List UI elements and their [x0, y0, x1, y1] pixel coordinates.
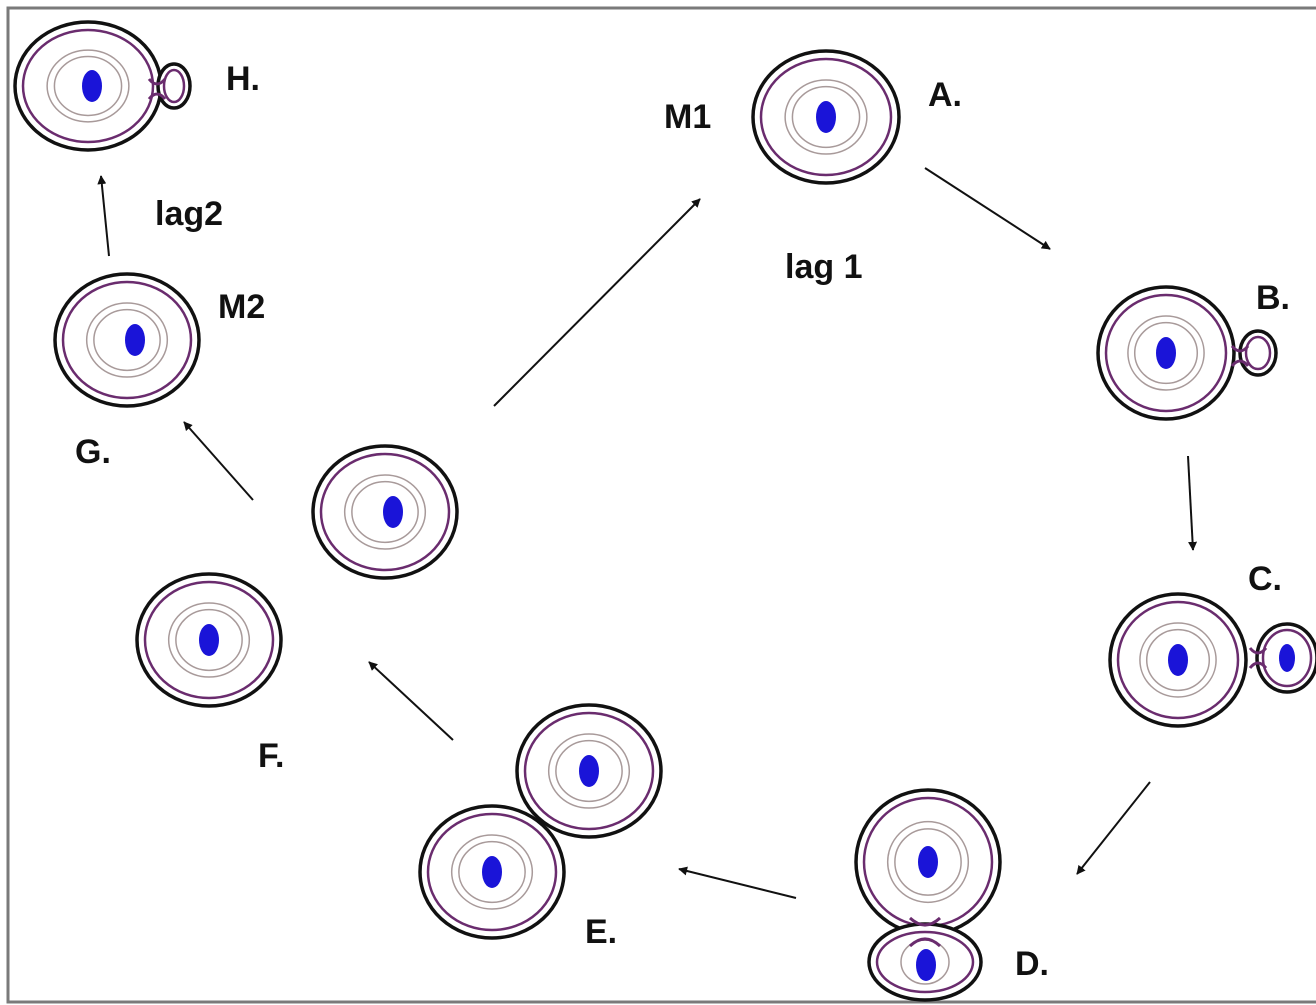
cell-c-nucleus: [1168, 644, 1188, 676]
cell-g-nucleus: [125, 324, 145, 356]
arrow-a-to-b: [924, 167, 1051, 250]
cell-b-nucleus: [1156, 337, 1176, 369]
cell-d-daughter-membrane: [875, 930, 975, 994]
cell-e-top-vacuole-inner: [555, 739, 623, 803]
label-f: F.: [258, 737, 284, 775]
cell-e-bottom-vacuole-inner: [458, 840, 526, 904]
cell-h-membrane: [21, 28, 155, 144]
label-h: H.: [226, 60, 260, 98]
label-a: A.: [928, 76, 962, 114]
cell-center-nucleus: [383, 496, 403, 528]
cell-g-vacuole-inner: [93, 308, 161, 372]
cell-f-membrane: [143, 580, 275, 700]
arrow-d-to-e: [678, 866, 797, 899]
arrow-f-to-g: [183, 421, 254, 501]
cell-c-vacuole-inner: [1145, 628, 1211, 692]
cell-center-vacuole-inner: [351, 480, 419, 544]
cell-f-vacuole: [167, 602, 251, 678]
cell-h-bud-membrane: [162, 68, 186, 104]
cell-f-nucleus: [199, 624, 219, 656]
label-m1: M1: [664, 98, 711, 136]
arrow-c-to-d: [1076, 781, 1151, 875]
label-d: D.: [1015, 945, 1049, 983]
cell-f: [135, 572, 283, 708]
cell-e-bottom-vacuole: [450, 834, 534, 910]
cell-d-vacuole: [886, 820, 970, 904]
cell-h-bud: [147, 62, 192, 110]
arrow-g-to-h: [97, 175, 110, 257]
cell-b-membrane: [1104, 293, 1228, 413]
cell-f-vacuole-inner: [175, 608, 243, 672]
cell-b-bud: [1230, 329, 1278, 377]
cell-g: [53, 272, 201, 408]
cell-c-vacuole: [1139, 622, 1217, 698]
cell-e-top-nucleus: [579, 755, 599, 787]
labels: A. B. C. D. E. F. G. H. M1 M2 lag 1 lag2: [75, 60, 1290, 983]
cell-c-bud: [1248, 622, 1316, 694]
cell-e-bottom: [418, 804, 566, 940]
cell-center: [311, 444, 459, 580]
cell-b: [1096, 285, 1236, 421]
label-g: G.: [75, 433, 111, 471]
label-b: B.: [1256, 279, 1290, 317]
cell-a-vacuole: [784, 79, 868, 155]
cell-a-nucleus: [816, 101, 836, 133]
cell-h-vacuole-inner: [53, 55, 123, 117]
cell-a-vacuole-inner: [791, 85, 861, 149]
cell-b-bud-septum: [1230, 345, 1250, 367]
label-e: E.: [585, 913, 617, 951]
cell-a: [751, 49, 901, 185]
arrow-center-to-a: [493, 198, 701, 407]
cell-center-membrane: [319, 452, 451, 572]
diagram-frame: [6, 6, 1316, 1004]
label-lag2: lag2: [155, 195, 223, 233]
arrow-e-to-f: [368, 661, 454, 741]
label-c: C.: [1248, 560, 1282, 598]
arrows: [97, 167, 1198, 899]
cell-c: [1108, 592, 1248, 728]
cell-d: [854, 788, 1002, 936]
cell-center-vacuole: [343, 474, 427, 550]
cell-h-vacuole: [46, 49, 130, 123]
cell-d-daughter: [867, 916, 983, 1002]
cell-c-membrane: [1116, 600, 1240, 720]
cell-a-membrane: [759, 57, 893, 177]
cell-c-bud-septum: [1248, 647, 1268, 669]
cell-h: [13, 20, 163, 152]
cell-g-membrane: [61, 280, 193, 400]
cell-d-daughter-nucleus: [916, 949, 936, 981]
cell-g-vacuole: [85, 302, 169, 378]
cell-d-nucleus: [918, 846, 938, 878]
cell-c-bud-membrane: [1261, 628, 1313, 688]
label-m2: M2: [218, 288, 265, 326]
cell-e-bottom-nucleus: [482, 856, 502, 888]
cell-b-bud-membrane: [1244, 335, 1272, 371]
cell-b-vacuole: [1127, 315, 1205, 391]
cell-e-top: [515, 703, 663, 839]
cell-d-vacuole-inner: [894, 828, 962, 896]
label-lag1: lag 1: [785, 248, 862, 286]
cell-c-bud-nucleus: [1279, 644, 1295, 672]
arrow-b-to-c: [1187, 455, 1198, 551]
cell-h-bud-septum: [147, 78, 167, 100]
cell-e-bottom-membrane: [426, 812, 558, 932]
cell-h-nucleus: [82, 70, 102, 102]
cell-e-top-membrane: [523, 711, 655, 831]
cell-e-top-vacuole: [547, 733, 631, 809]
cell-b-vacuole-inner: [1133, 321, 1199, 385]
cell-d-septum: [908, 916, 942, 948]
